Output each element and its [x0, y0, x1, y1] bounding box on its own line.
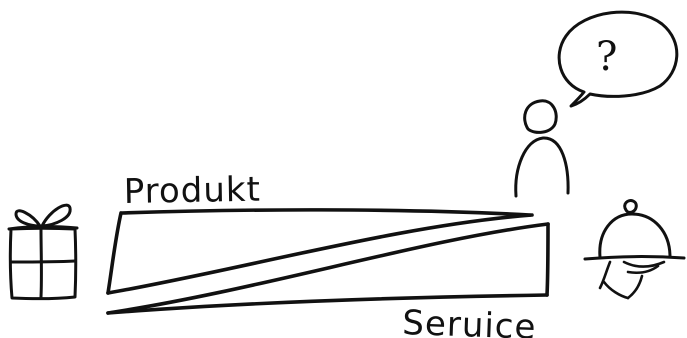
- service-label: Seruice: [402, 303, 537, 338]
- question-mark: ?: [596, 34, 617, 80]
- product-wedge: [106, 208, 534, 295]
- service-band: [106, 222, 550, 315]
- person-icon: [514, 99, 570, 198]
- gift-box-icon: [7, 203, 79, 301]
- speech-bubble-icon: ?: [557, 10, 679, 108]
- product-label: Produkt: [123, 170, 261, 212]
- serving-cloche-icon: [583, 199, 686, 300]
